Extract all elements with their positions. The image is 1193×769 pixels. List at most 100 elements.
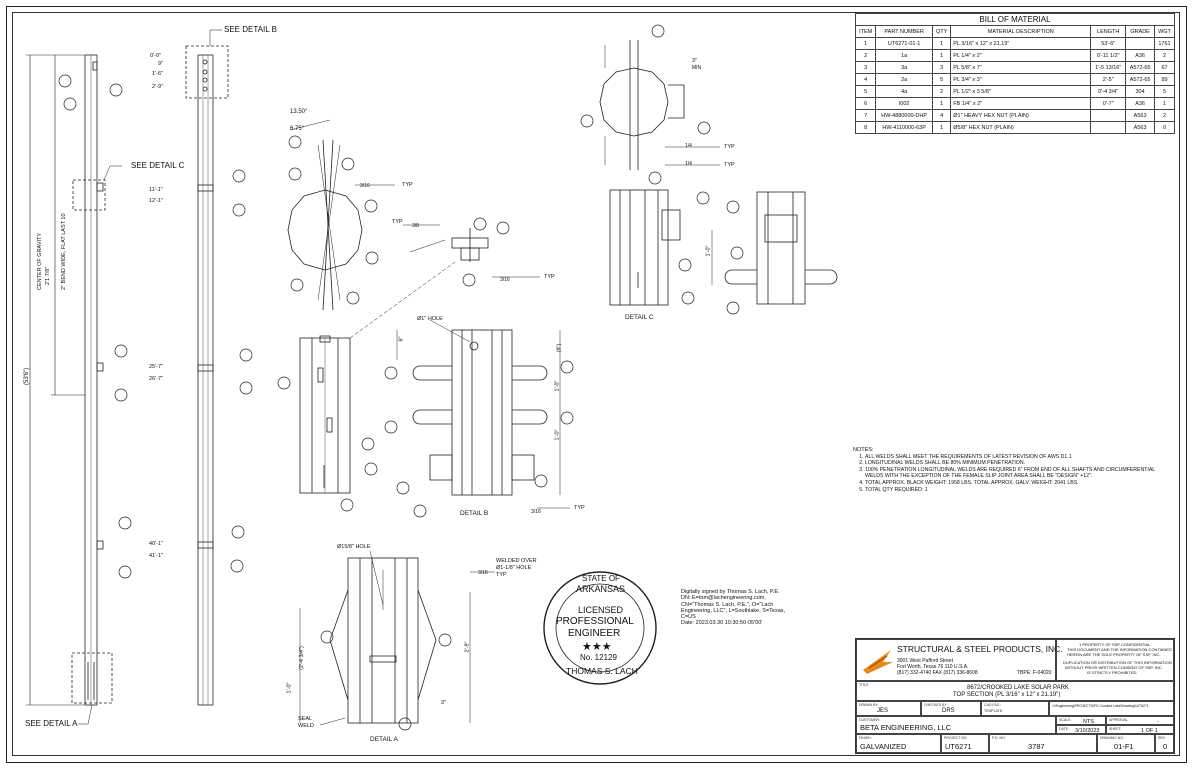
welded-over-note: WELDED OVER (496, 558, 537, 564)
bom-cell: HW-4880000-DHP (875, 109, 934, 122)
signature-line: Digitally signed by Thomas S. Lach, P.E. (681, 589, 780, 595)
bom-cell: A563 (1125, 121, 1155, 134)
bom-cell: 0'-7" (1090, 97, 1127, 110)
company-phone: (817) 332-4740 FAX (817) 336-8608 (897, 670, 978, 676)
notes-header: NOTES: (853, 447, 874, 453)
seal-weld-note: WELD (298, 723, 314, 729)
bom-cell: 8 (854, 121, 877, 134)
bom-cell: Ø5/8" HEX NUT (PLAIN) (950, 121, 1092, 134)
po-cell: P.O. NO. 3787 (989, 734, 1097, 753)
weld-symbol-label: 3/16 (531, 509, 541, 515)
note-item: 100% PENETRATION LONGITUDINAL WELDS ARE … (865, 467, 1173, 480)
typ-label: TYP (724, 144, 735, 150)
bom-cell: 53'-6" (1090, 37, 1127, 50)
bom-cell: 0'-11 1/2" (1090, 49, 1127, 62)
typ-label: TYP (544, 274, 555, 280)
weld-symbol-label: 1/4 (685, 161, 692, 167)
pole-elevation-front (185, 45, 229, 706)
dimension-text: 1'-0" (286, 682, 293, 694)
hole-callout: Ø15/8" HOLE (337, 544, 371, 550)
weld-symbol-label: 1/4 (685, 143, 692, 149)
customer-cell: CUSTOMER: BETA ENGINEERING, LLC (856, 716, 1056, 734)
stamp-number: No. 12129 (580, 653, 617, 662)
seal-weld-note: SEAL (298, 716, 313, 722)
bom-cell: 0 (1154, 121, 1175, 134)
detail-c-title: DETAIL C (625, 314, 654, 321)
stamp-name: THOMAS S. LACH (566, 666, 638, 676)
digital-signature: Digitally signed by Thomas S. Lach, P.E.… (681, 589, 793, 627)
bom-cell: PL 1/4" x 2" (950, 49, 1092, 62)
dimension-text: 1'-0" (554, 380, 561, 392)
bom-cell: 4a (875, 85, 934, 98)
dimension-text: (9") (556, 343, 563, 353)
field-caption: DATE: (1059, 727, 1070, 731)
field-caption: SCALE: (1059, 718, 1072, 722)
welded-over-note: Ø1-1/8" HOLE (496, 565, 532, 571)
revision-cell: REV 0 (1155, 734, 1174, 753)
weld-symbol-label: 3/8 (412, 223, 419, 229)
weld-symbol-label: 3/16 (478, 570, 488, 576)
bom-cell: UT6271-01-1 (875, 37, 934, 50)
bom-header-cell: WGT (1154, 25, 1175, 38)
bom-cell: 1761 (1154, 37, 1175, 50)
elevation-label: 11'-1" (149, 187, 163, 193)
bom-header-cell: ITEM (854, 25, 877, 38)
sheet-cell: SHEET: 1 OF 1 (1106, 725, 1174, 734)
field-caption: P.O. NO. (992, 736, 1006, 740)
bom-header-cell: PART NUMBER (875, 25, 934, 38)
bom-cell: I002 (875, 97, 934, 110)
bom-cell: 4 (854, 73, 877, 86)
detail-a-title: DETAIL A (370, 736, 398, 743)
bom-header-cell: MATERIAL DESCRIPTION (950, 25, 1092, 38)
bom-cell (1090, 121, 1127, 134)
bom-cell: 1 (932, 37, 952, 50)
field-caption: TITLE (859, 683, 869, 687)
dimension-text: 3" (441, 700, 447, 706)
bom-cell: 5 (1154, 85, 1175, 98)
bom-cell: 1 (932, 49, 952, 62)
cog-value: 2'1 7/8" (45, 266, 51, 285)
bom-cell: HW-4110000-63P (875, 121, 934, 134)
see-detail-b-label: SEE DETAIL B (224, 25, 277, 34)
bom-cell: A572-65 (1125, 73, 1155, 86)
leader-lines (78, 29, 720, 726)
stamp-licensed: LICENSED (578, 605, 624, 615)
field-caption: SHEET: (1109, 727, 1122, 731)
property-note-cell: 1 PROPERTY OF SSP CONFIDENTIAL THIS DOCU… (1056, 639, 1174, 681)
drawing-sheet-border (6, 6, 1187, 763)
cog-label: CENTER OF GRAVITY (37, 232, 43, 290)
dimension-text: (2'-4 3/4") (298, 646, 305, 670)
field-caption: CHECKED BY: (924, 703, 948, 707)
file-path: J:\Engineering\PROJECTS\PG Crooked Lake\… (1052, 704, 1149, 708)
bom-cell: A36 (1125, 49, 1155, 62)
detail-b-front-view (396, 329, 561, 496)
stamp-stars: ★★★ (582, 641, 612, 653)
company-address: 3001 West Pafford Street (897, 658, 953, 664)
bom-cell: 2 (854, 49, 877, 62)
property-note: DUPLICATION OR DISTRIBUTION OF THIS INFO… (1063, 660, 1172, 665)
title-block: STRUCTURAL & STEEL PRODUCTS, INC. 3001 W… (855, 638, 1175, 754)
bom-cell: A36 (1125, 97, 1155, 110)
bill-of-material-table: BILL OF MATERIAL ITEM PART NUMBER QTY MA… (854, 13, 1175, 134)
detail-b-title: DETAIL B (460, 510, 489, 517)
project-value: UT6271 (945, 742, 972, 751)
stamp-professional: PROFESSIONAL (556, 616, 634, 627)
property-note: 1 PROPERTY OF SSP CONFIDENTIAL (1079, 642, 1151, 647)
property-note: HEREIN ARE THE SOLE PROPERTY OF SSP, INC… (1067, 652, 1161, 657)
drawing-frame (12, 12, 1180, 756)
bom-cell: 3 (932, 61, 952, 74)
project-cell: PROJECT NO. UT6271 (941, 734, 989, 753)
stamp-engineer: ENGINEER (568, 628, 621, 639)
company-logo-icon (863, 650, 893, 674)
bom-header-row: ITEM PART NUMBER QTY MATERIAL DESCRIPTIO… (854, 25, 1175, 38)
dimension-text: 2'-9" (464, 641, 471, 653)
detail-b-plan-section (287, 119, 363, 311)
dimension-text: 6" (398, 336, 405, 342)
bom-cell: 1 (932, 121, 952, 134)
detail-c-plan-section (599, 40, 685, 170)
